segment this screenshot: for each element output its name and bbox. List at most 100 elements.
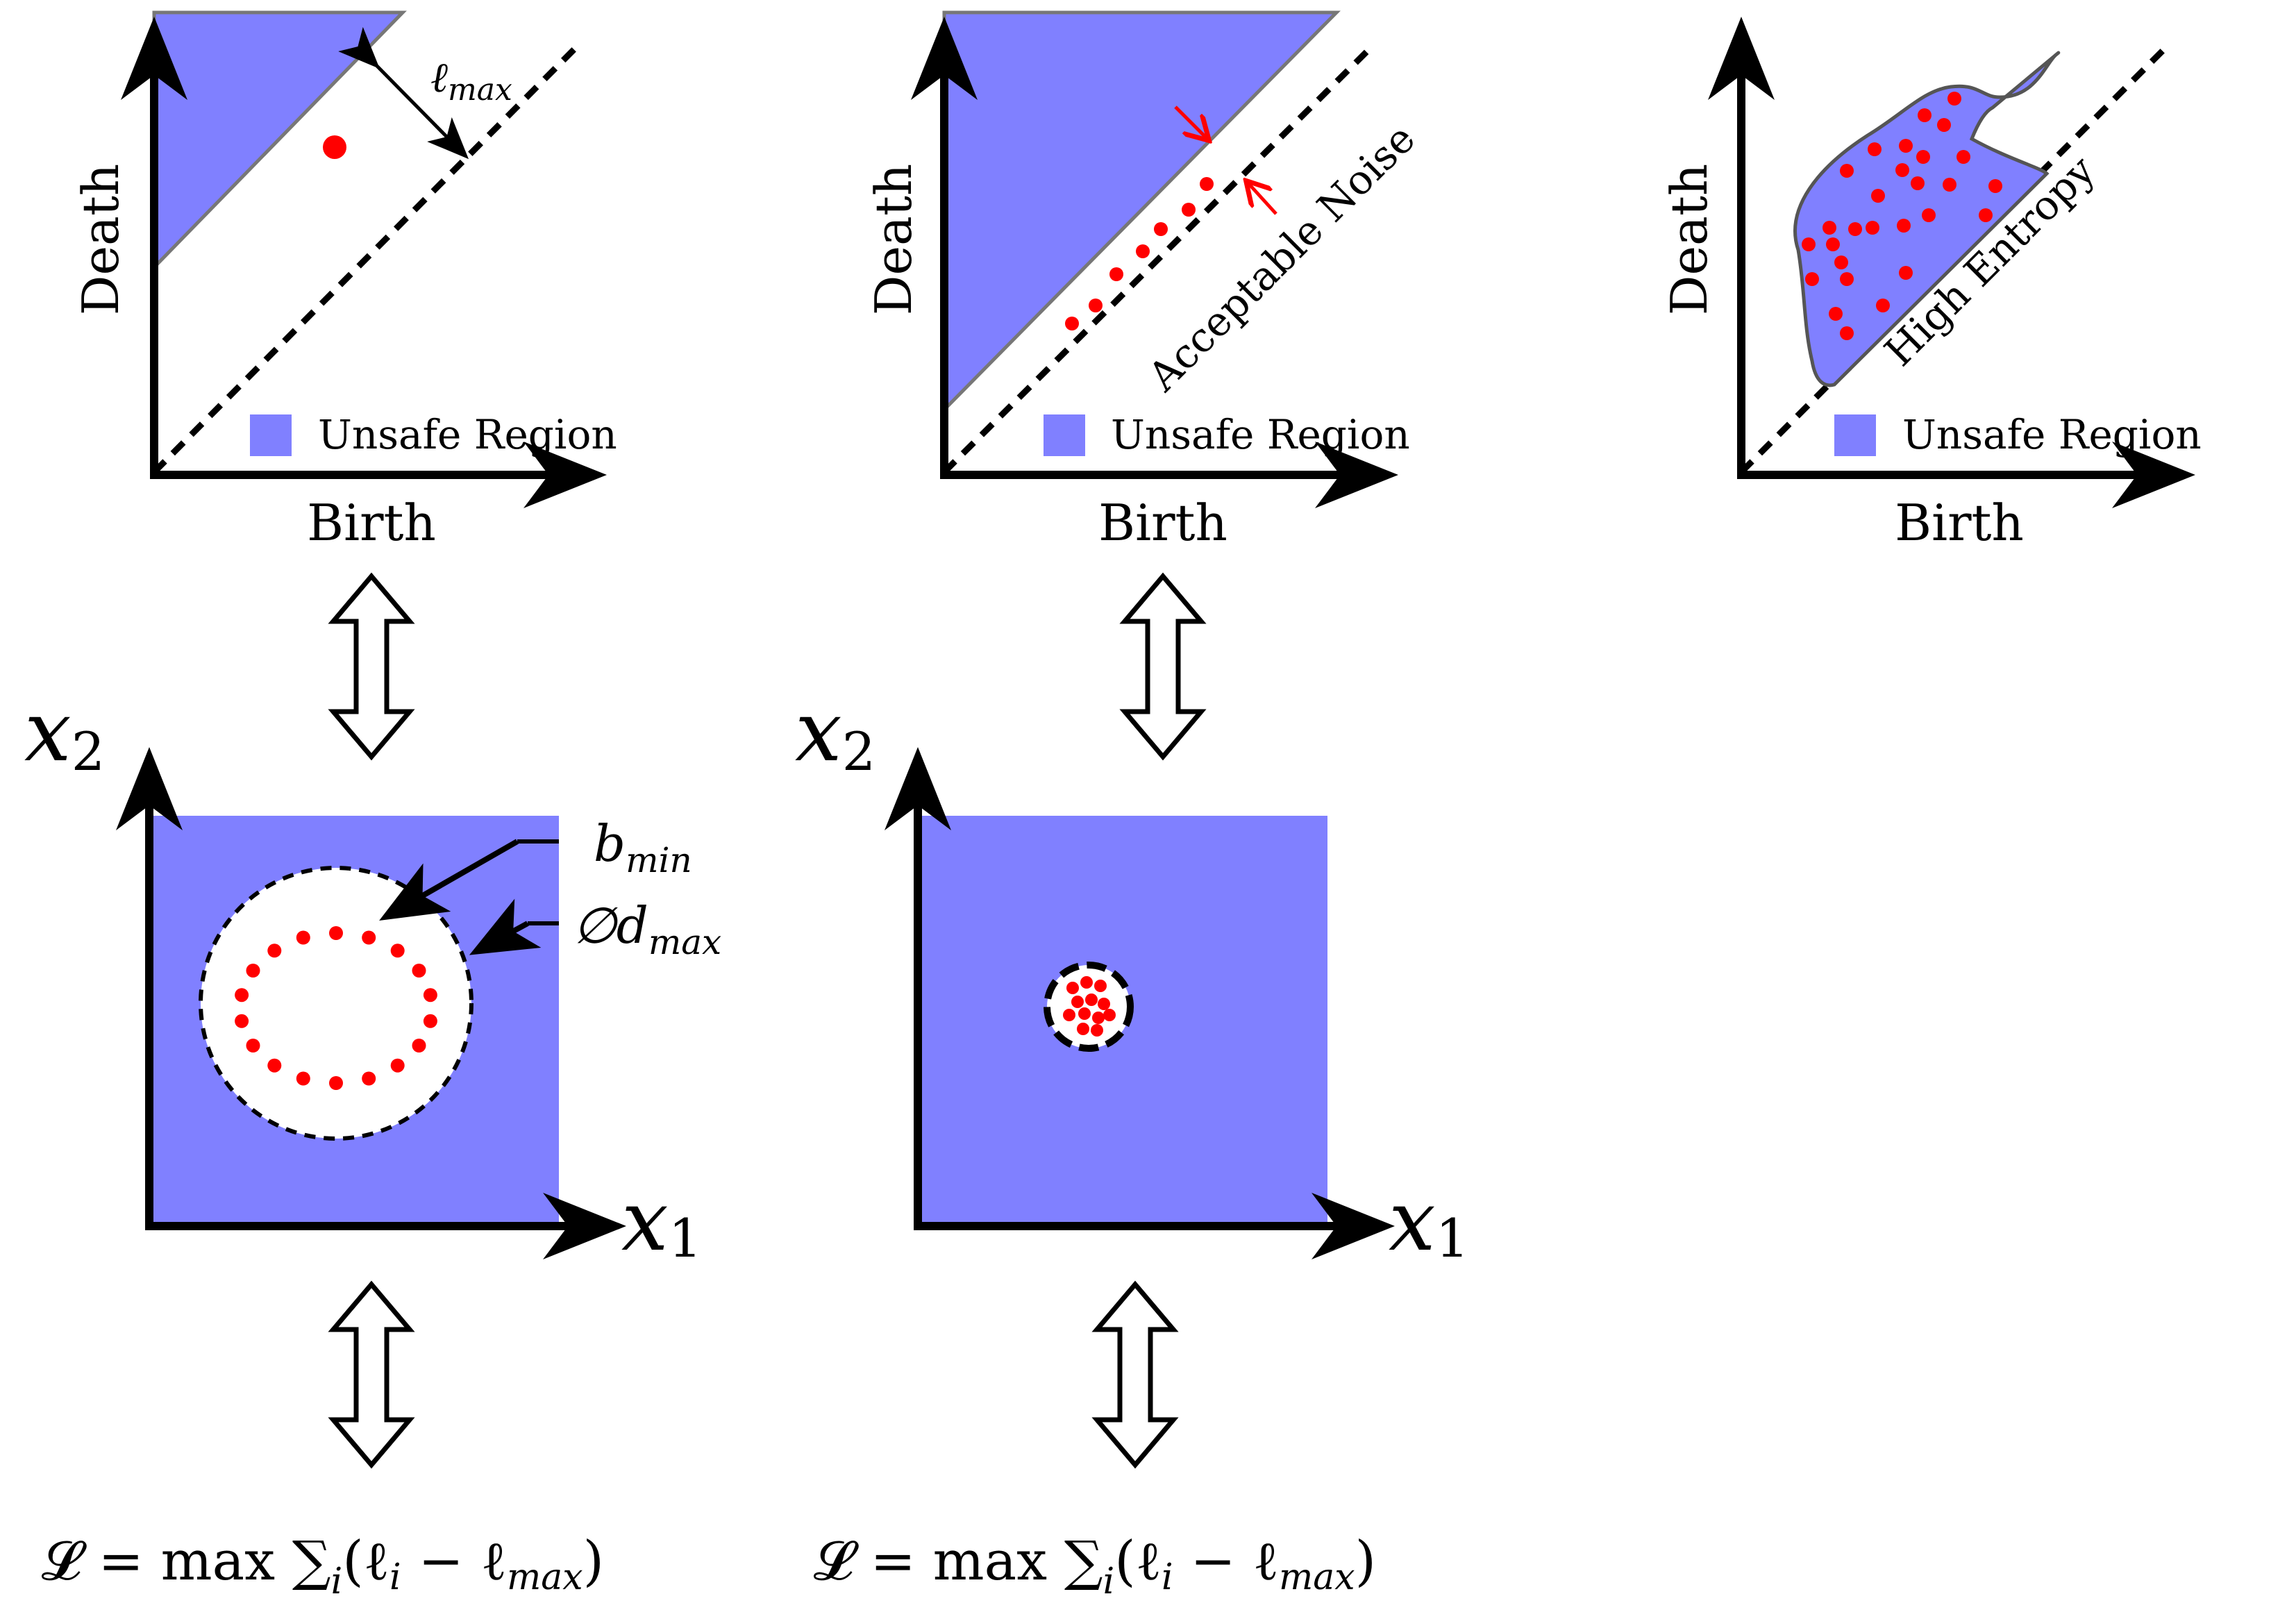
legend-swatch [1834, 414, 1876, 456]
cluster-points [1063, 976, 1116, 1037]
entropy-point [1866, 221, 1879, 235]
bmin-pointer-diag [379, 839, 519, 921]
loss-formula-left: 𝓛 = max ∑i(ℓi − ℓmax) [42, 1530, 604, 1602]
ring-point [423, 1014, 437, 1028]
lmax-label: ℓmax [430, 53, 512, 108]
cluster-point [1092, 1012, 1105, 1024]
safe-disk [199, 866, 474, 1141]
ring-point [267, 1058, 282, 1073]
ring-point [267, 944, 282, 958]
bmin-label: bmin [594, 814, 692, 880]
ring-point [329, 1076, 343, 1090]
entropy-point [1918, 108, 1932, 122]
noise-point [1200, 177, 1214, 191]
legend-label: Unsafe Region [1111, 411, 1410, 458]
noise-point [1182, 203, 1196, 217]
noise-point [1065, 317, 1079, 330]
cluster-point [1094, 980, 1107, 992]
dmax-pointer-diag [469, 898, 542, 955]
entropy-point [1829, 307, 1843, 321]
cluster-point [1085, 993, 1098, 1006]
noise-point [1109, 267, 1123, 281]
entropy-point [1840, 164, 1854, 178]
panel-bottom-left: bmin ∅dmax x1 x2 [24, 684, 721, 1270]
cluster-point [1091, 1024, 1103, 1037]
entropy-point [1895, 163, 1909, 177]
ring-points [235, 926, 437, 1090]
entropy-point [1979, 208, 1993, 222]
y-axis-label: Death [72, 164, 130, 316]
entropy-point [1956, 150, 1970, 164]
ring-point [329, 926, 343, 940]
ring-point [362, 930, 376, 945]
entropy-point [1802, 237, 1816, 251]
high-entropy-points [1802, 92, 2002, 340]
ring-point [390, 1058, 405, 1073]
legend-swatch [1044, 414, 1085, 456]
y-axis-label: Death [1660, 164, 1718, 316]
entropy-point [1899, 266, 1913, 280]
noise-point [1154, 222, 1168, 236]
legend-label: Unsafe Region [1902, 411, 2202, 458]
x1-label: x1 [621, 1173, 702, 1270]
ring-point [235, 988, 249, 1003]
ring-point [362, 1071, 376, 1086]
ring-point [423, 988, 437, 1003]
double-arrow-bottom-left [328, 1280, 415, 1469]
noise-point [1089, 299, 1103, 312]
cluster-point [1078, 1007, 1091, 1020]
cluster-point [1066, 982, 1079, 994]
cluster-point [1077, 1023, 1089, 1035]
noise-point [1136, 244, 1150, 258]
diagonal-dashed-line [151, 44, 579, 475]
double-arrow-top-middle [1119, 572, 1207, 761]
entropy-point [1840, 326, 1854, 340]
ring-point [390, 944, 405, 958]
entropy-point [1899, 139, 1913, 153]
ring-point [296, 1071, 310, 1086]
single-point [323, 135, 346, 159]
cluster-point [1098, 998, 1110, 1010]
legend-label: Unsafe Region [318, 411, 617, 458]
x-axis-label: Birth [307, 494, 436, 552]
cluster-point [1103, 1009, 1116, 1021]
entropy-point [1947, 92, 1961, 106]
noise-points [1065, 177, 1214, 330]
x2-label: x2 [24, 684, 105, 782]
entropy-point [1943, 178, 1956, 192]
entropy-point [1988, 179, 2002, 193]
x1-label: x1 [1389, 1173, 1469, 1270]
x-axis-label: Birth [1895, 494, 2024, 552]
ring-point [246, 1039, 260, 1053]
legend-swatch [250, 414, 292, 456]
entropy-point [1922, 208, 1936, 222]
unsafe-region-triangle [152, 10, 407, 272]
entropy-point [1937, 118, 1951, 132]
panel-top-middle: Acceptable Noise Unsafe Region Birth Dea… [864, 10, 1424, 552]
panel-bottom-middle: x1 x2 [795, 684, 1469, 1270]
entropy-point [1916, 150, 1930, 164]
panel-top-right: High Entropy Unsafe Region Birth Death [1660, 17, 2202, 552]
lmax-arrow [338, 26, 469, 160]
entropy-point [1826, 237, 1840, 251]
loss-formula-middle: 𝓛 = max ∑i(ℓi − ℓmax) [814, 1530, 1376, 1602]
ring-point [296, 930, 310, 945]
ring-point [246, 964, 260, 978]
ring-point [412, 964, 426, 978]
cluster-point [1071, 996, 1084, 1008]
cluster-point [1080, 976, 1093, 989]
diagonal-dashed-line [941, 44, 1374, 475]
entropy-point [1834, 255, 1848, 269]
red-arrow-inward [1174, 106, 1207, 138]
unsafe-region-triangle [942, 10, 1341, 414]
entropy-point [1911, 176, 1925, 190]
entropy-point [1840, 272, 1854, 286]
entropy-point [1805, 272, 1819, 286]
entropy-point [1848, 222, 1862, 236]
ring-point [235, 1014, 249, 1028]
cluster-point [1063, 1009, 1075, 1021]
x-axis-label: Birth [1098, 494, 1227, 552]
entropy-point [1871, 189, 1885, 203]
